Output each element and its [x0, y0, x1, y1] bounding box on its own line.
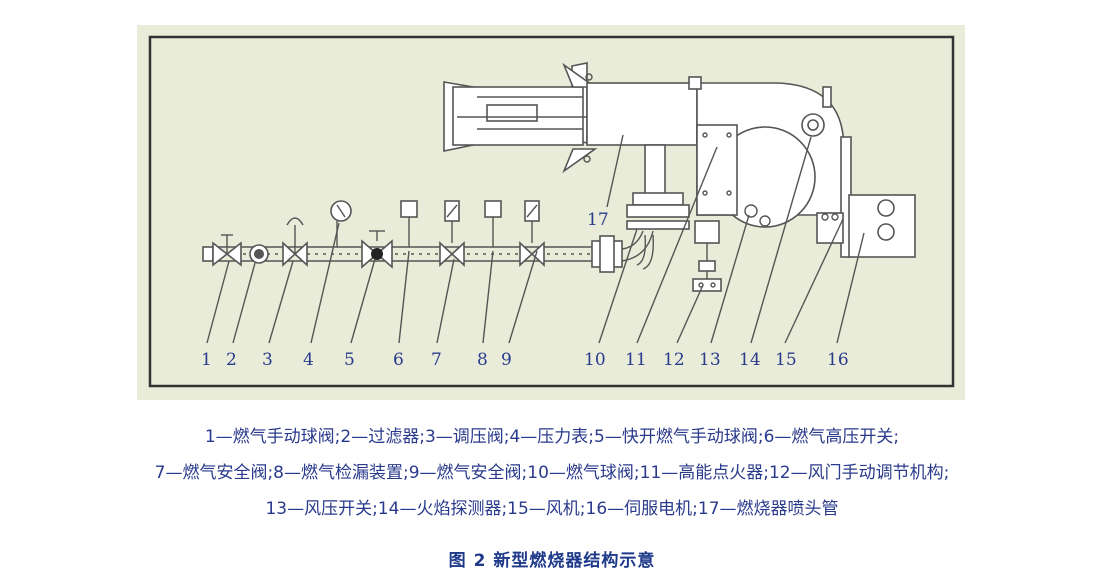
legend-line-2: 7—燃气安全阀;8—燃气检漏装置;9—燃气安全阀;10—燃气球阀;11—高能点火…: [154, 463, 950, 483]
label-4: 4: [303, 350, 314, 370]
label-14: 14: [739, 350, 761, 370]
label-17: 17: [587, 210, 609, 230]
legend-line-3: 13—风压开关;14—火焰探测器;15—风机;16—伺服电机;17—燃烧器喷头管: [265, 499, 839, 519]
pressure-gauge: [330, 200, 352, 247]
burner-support: [626, 144, 690, 230]
label-10: 10: [584, 350, 606, 370]
label-6: 6: [393, 350, 404, 370]
gas-safety-valve-9: [519, 200, 545, 267]
figure-caption: 图 2 新型燃烧器结构示意: [448, 551, 656, 571]
label-15: 15: [775, 350, 797, 370]
gas-manual-ball-valve: [202, 234, 242, 267]
label-8: 8: [477, 350, 488, 370]
burner-structure-diagram: 1 2 3 4 5 6 7 8 9 10 11 12 13 14 15 16 1…: [137, 25, 965, 400]
servo-motor: [816, 136, 916, 258]
label-11: 11: [625, 350, 647, 370]
diagram-canvas: 1 2 3 4 5 6 7 8 9 10 11 12 13 14 15 16 1…: [137, 25, 965, 400]
label-1: 1: [201, 350, 212, 370]
label-2: 2: [226, 350, 237, 370]
gas-high-pressure-switch: [400, 200, 418, 247]
label-7: 7: [431, 350, 442, 370]
label-3: 3: [262, 350, 273, 370]
gas-leak-detector: [484, 200, 502, 247]
pressure-regulating-valve: [282, 217, 308, 267]
burner-nozzle-tube: [443, 62, 598, 174]
label-12: 12: [663, 350, 685, 370]
gas-filter: [249, 244, 269, 264]
quick-open-ball-valve: [361, 230, 393, 269]
label-13: 13: [699, 350, 721, 370]
label-16: 16: [827, 350, 849, 370]
leader-lines: [206, 134, 865, 344]
label-5: 5: [344, 350, 355, 370]
component-number-labels: 1 2 3 4 5 6 7 8 9 10 11 12 13 14 15 16 1…: [201, 210, 849, 370]
label-9: 9: [501, 350, 512, 370]
ignitor-assembly: [636, 220, 722, 292]
diagram-frame: [148, 35, 955, 388]
legend-line-1: 1—燃气手动球阀;2—过滤器;3—调压阀;4—压力表;5—快开燃气手动球阀;6—…: [204, 427, 900, 447]
fan-housing: [586, 76, 844, 228]
gas-safety-valve-7: [439, 200, 465, 267]
